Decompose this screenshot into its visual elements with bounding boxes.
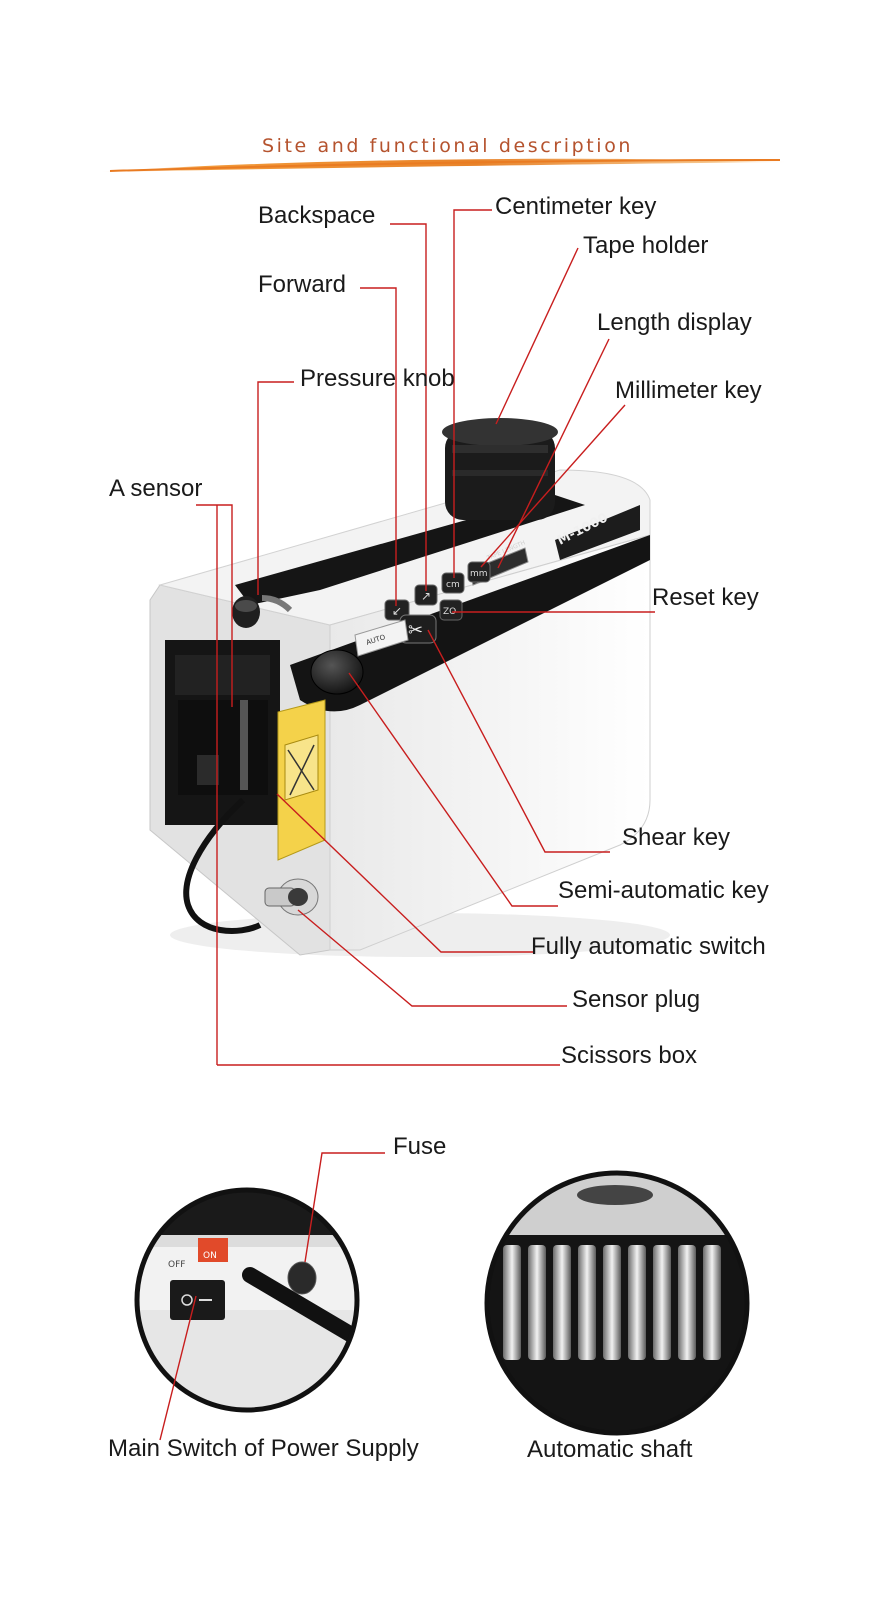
sensor-plug-connector xyxy=(264,878,319,916)
control-panel xyxy=(290,535,650,712)
semi-automatic-button xyxy=(310,649,364,695)
fuse-holder xyxy=(287,1261,317,1295)
label-backspace: Backspace xyxy=(258,202,376,229)
title-underline-swoosh xyxy=(100,158,785,172)
reset-key-button xyxy=(439,599,463,621)
label-reset-key: Reset key xyxy=(652,584,759,611)
svg-text:✂: ✂ xyxy=(408,620,423,641)
millimeter-key-button xyxy=(467,561,491,583)
label-automatic-shaft: Automatic shaft xyxy=(527,1436,693,1463)
scissors-box xyxy=(165,640,280,825)
label-pressure-knob: Pressure knob xyxy=(300,365,455,392)
label-main-switch: Main Switch of Power Supply xyxy=(108,1435,419,1462)
svg-text:↗: ↗ xyxy=(421,589,431,603)
svg-text:↙: ↙ xyxy=(392,604,402,618)
label-forward: Forward xyxy=(258,271,347,298)
forward-key-button xyxy=(384,599,410,621)
label-centimeter-key: Centimeter key xyxy=(495,193,657,220)
centimeter-key-button xyxy=(441,572,465,594)
switch-off-label: OFF xyxy=(168,1260,185,1270)
label-millimeter-key: Millimeter key xyxy=(615,377,762,404)
label-length-display: Length display xyxy=(597,309,752,336)
switch-on-label: ON xyxy=(203,1251,217,1261)
rocker-switch xyxy=(170,1280,225,1320)
label-semi-automatic-key: Semi-automatic key xyxy=(558,877,769,904)
label-sensor-plug: Sensor plug xyxy=(572,986,701,1013)
label-fully-automatic-switch: Fully automatic switch xyxy=(531,933,766,960)
power-cable xyxy=(242,1267,357,1348)
label-tape-holder: Tape holder xyxy=(583,232,709,259)
label-fuse: Fuse xyxy=(393,1133,447,1160)
sensor-cable xyxy=(183,797,262,934)
label-a-sensor: A sensor xyxy=(109,475,203,502)
power-switch-inset: ON OFF xyxy=(137,1190,357,1410)
leader-lines xyxy=(196,209,655,1066)
label-scissors-box: Scissors box xyxy=(561,1042,698,1069)
dispenser-top-opening xyxy=(235,495,585,605)
label-shear-key: Shear key xyxy=(622,824,731,851)
svg-text:ZO: ZO xyxy=(443,607,456,617)
warning-sticker xyxy=(277,699,326,861)
pressure-knob xyxy=(232,595,293,628)
tape-holder-roll xyxy=(442,418,558,520)
svg-text:mm: mm xyxy=(470,569,488,579)
page-title: Site and functional description xyxy=(261,135,634,157)
panel-keys: ↗ cm mm ↙ ZO ✂ xyxy=(384,561,491,644)
shaft-rollers xyxy=(503,1245,721,1360)
svg-text:cm: cm xyxy=(446,580,460,590)
